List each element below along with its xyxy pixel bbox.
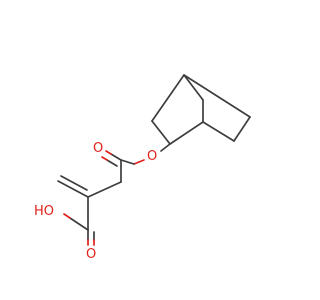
- ester-group: O O: [93, 141, 171, 183]
- structure-diagram: O O HO O: [34, 74, 251, 262]
- ester-carbonyl-oxygen-label: O: [93, 141, 103, 156]
- bond-c6-c5: [233, 116, 251, 142]
- bond-c3-c4: [151, 74, 185, 122]
- bond-acid-oh-red: [63, 213, 71, 219]
- bond-ester-c-o-double-3: [106, 159, 118, 167]
- bond-c5-c4: [183, 74, 251, 118]
- bond-acid-c-oh: [69, 217, 89, 231]
- bond-c2-c3: [151, 120, 171, 145]
- alkene-group: [57, 175, 122, 231]
- acid-carbonyl-oxygen-label: O: [86, 247, 96, 262]
- bond-c2-o: [160, 143, 171, 152]
- carboxylic-acid-group: HO O: [34, 204, 96, 262]
- norbornyl-ring: [151, 74, 251, 145]
- bond-c1-c6: [202, 121, 235, 142]
- bond-c4-c7: [183, 74, 204, 101]
- acid-hydroxyl-label: HO: [34, 204, 54, 219]
- bond-alkene-double: [57, 180, 89, 198]
- bond-ester-c-part: [120, 159, 135, 165]
- bond-alkene-double-inner: [60, 175, 88, 191]
- ester-oxygen-label: O: [147, 149, 157, 164]
- bond-ester-c-o-double-4: [101, 156, 108, 161]
- bond-o-c-ester: [133, 159, 145, 165]
- bond-ester-c-o-double-1: [110, 153, 122, 161]
- bond-alkene-1: [87, 181, 122, 198]
- bond-c1-c2: [169, 121, 204, 145]
- bond-ester-c-o-double-2: [105, 150, 112, 155]
